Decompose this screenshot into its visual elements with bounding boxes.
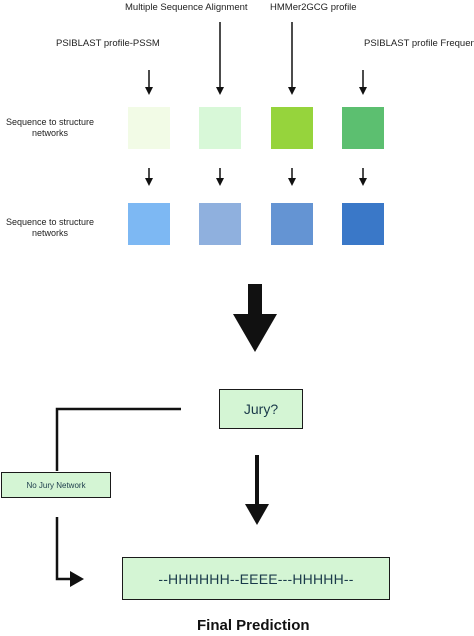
row-arrows <box>145 168 367 186</box>
final-prediction-label: Final Prediction <box>197 617 310 634</box>
no-jury-network-box: No Jury Network <box>1 472 111 498</box>
arrow-hmmer-head <box>288 87 296 95</box>
network-square-row2-msa <box>199 203 241 245</box>
jury-to-result-arrow <box>245 455 269 525</box>
prediction-result-box: --HHHHHH--EEEE---HHHHH-- <box>122 557 390 600</box>
nojury-to-result-path <box>55 517 84 587</box>
arrow-col3-head <box>288 178 296 186</box>
arrow-freq-head <box>359 87 367 95</box>
network-square-row1-hmmer <box>271 107 313 149</box>
big-arrow-shaft <box>248 284 262 318</box>
nojury-line <box>55 517 72 581</box>
bypass-path <box>55 407 181 471</box>
row1-label: Sequence to structure networks <box>5 117 95 138</box>
source-label-hmmer: HMMer2GCG profile <box>270 2 357 13</box>
jury-box: Jury? <box>219 389 303 429</box>
source-label-freq: PSIBLAST profile Frequency <box>364 38 474 49</box>
jury-arrow-head <box>245 504 269 525</box>
source-label-msa: Multiple Sequence Alignment <box>125 2 248 13</box>
network-square-row2-pssm <box>128 203 170 245</box>
source-label-pssm: PSIBLAST profile-PSSM <box>56 38 160 49</box>
network-square-row2-hmmer <box>271 203 313 245</box>
prediction-sequence: --HHHHHH--EEEE---HHHHH-- <box>158 570 354 587</box>
arrow-col2-head <box>216 178 224 186</box>
network-square-row1-msa <box>199 107 241 149</box>
no-jury-network-label: No Jury Network <box>26 480 86 490</box>
big-down-arrow <box>233 284 277 352</box>
big-arrow-head <box>233 314 277 352</box>
arrow-msa-head <box>216 87 224 95</box>
jury-arrow-shaft <box>255 455 259 507</box>
network-square-row1-freq <box>342 107 384 149</box>
arrow-col4-head <box>359 178 367 186</box>
arrow-col1-head <box>145 178 153 186</box>
bypass-line <box>55 407 181 471</box>
network-square-row2-freq <box>342 203 384 245</box>
network-square-row1-pssm <box>128 107 170 149</box>
source-arrows <box>145 22 367 95</box>
arrow-pssm-head <box>145 87 153 95</box>
nojury-arrow-head <box>70 571 84 587</box>
row2-label: Sequence to structure networks <box>5 217 95 238</box>
jury-label: Jury? <box>243 401 279 417</box>
